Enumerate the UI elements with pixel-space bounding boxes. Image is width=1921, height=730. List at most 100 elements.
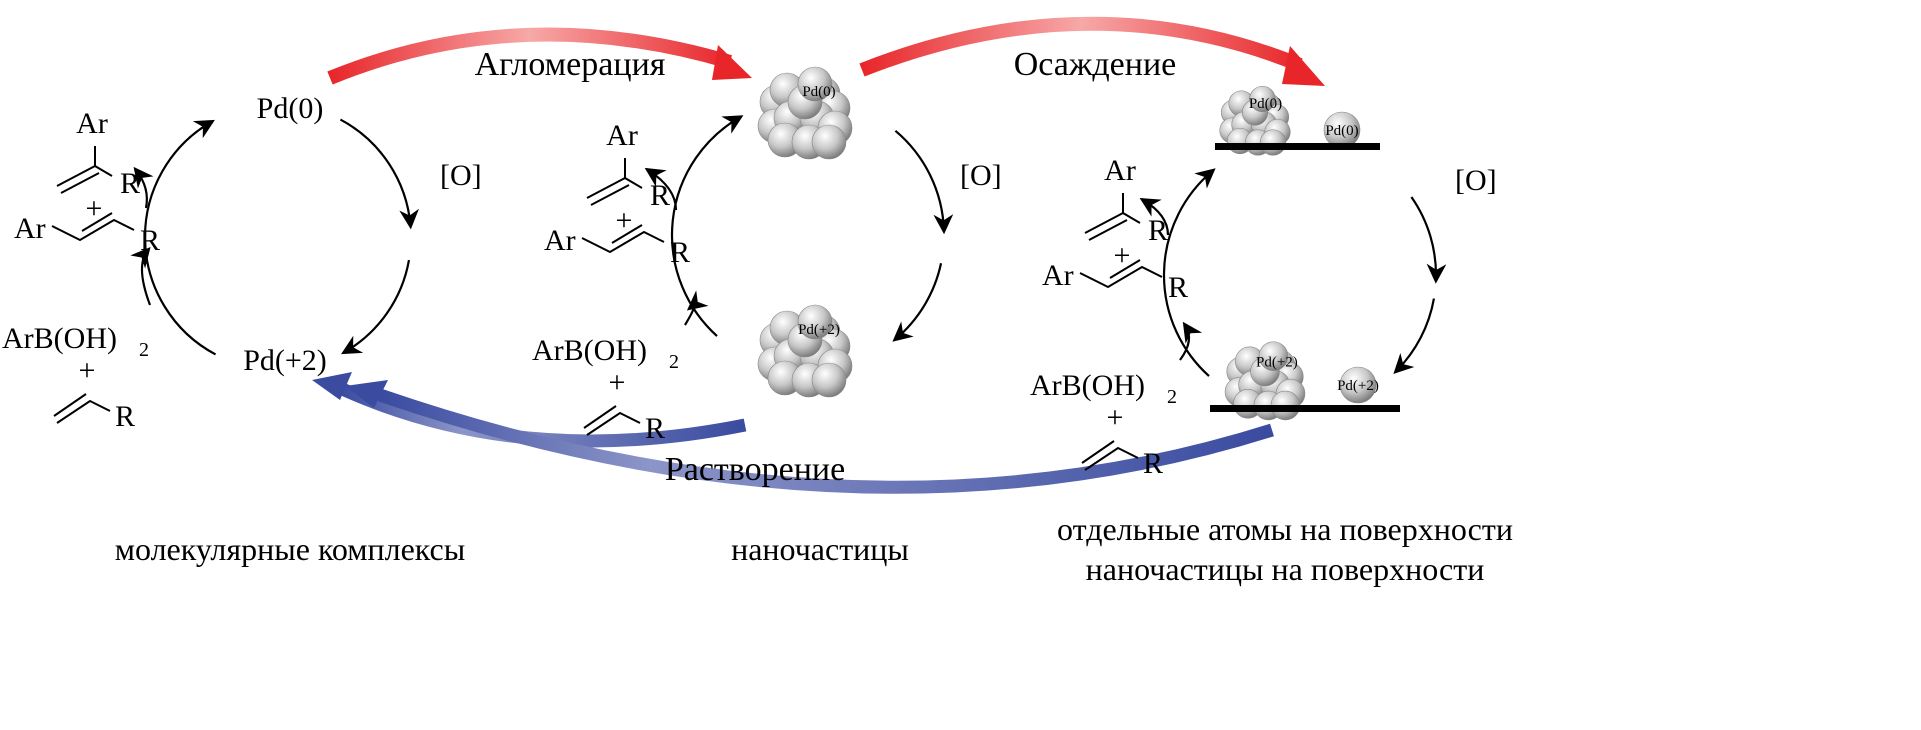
cycle-arc xyxy=(1410,196,1447,284)
atom-label: Pd(0) xyxy=(1325,123,1358,139)
deposition-label: Осаждение xyxy=(1014,46,1177,83)
cycle-arc xyxy=(1393,298,1436,374)
aryl-label: Ar xyxy=(1104,154,1136,187)
pd-nanoparticle: Pd(+2) xyxy=(757,304,853,398)
bond xyxy=(583,405,617,429)
plus-label: + xyxy=(1114,239,1131,272)
side-arrow xyxy=(644,167,678,211)
boronic-acid-label: ArB(OH) xyxy=(532,334,647,367)
boronic-acid-label: ArB(OH) xyxy=(2,322,117,355)
bond xyxy=(581,230,665,254)
pd-atom xyxy=(1339,366,1377,404)
cycle-arc xyxy=(1162,168,1216,377)
pd-atom xyxy=(1259,129,1287,156)
cluster-label: Pd(0) xyxy=(802,84,835,100)
cycle-arc xyxy=(339,118,419,230)
r-label: R xyxy=(140,224,160,257)
cluster-label: Pd(+2) xyxy=(1256,354,1298,370)
pd-atom xyxy=(797,304,833,340)
r-label: R xyxy=(670,236,690,269)
bond xyxy=(586,411,641,436)
cycle-arc xyxy=(143,119,217,356)
cluster-label: Pd(0) xyxy=(1249,96,1282,112)
agglomeration-arrow xyxy=(327,27,752,85)
cluster-label: Pd(+2) xyxy=(798,322,840,338)
r-label: R xyxy=(120,167,140,200)
aryl-label: Ar xyxy=(606,119,638,152)
side-arrow xyxy=(1179,321,1203,361)
atom-label: Pd(+2) xyxy=(1337,378,1379,394)
pd-single-atom: Pd(+2) xyxy=(1337,366,1379,404)
bond xyxy=(1084,212,1124,234)
catalytic-cycles xyxy=(130,115,1447,377)
support-surface xyxy=(1210,405,1400,412)
pd-atom xyxy=(811,362,847,398)
bond xyxy=(81,212,113,232)
dissolution-arrow-surface xyxy=(345,380,1274,494)
bond xyxy=(624,158,643,189)
agglomeration-label: Агломерация xyxy=(475,46,666,83)
caption-nanoparticles: наночастицы xyxy=(731,531,909,567)
plus-label: + xyxy=(616,204,633,237)
caption-surface-atoms: отдельные атомы на поверхности xyxy=(1057,511,1513,547)
bond xyxy=(56,165,96,187)
support-surface xyxy=(1215,143,1380,150)
plus-label: + xyxy=(609,366,626,399)
subscript: 2 xyxy=(1167,386,1177,408)
oxidant-label: [O] xyxy=(440,159,482,192)
aryl-label: Ar xyxy=(544,224,576,257)
bond xyxy=(56,399,111,424)
pd-atom xyxy=(1258,341,1289,371)
bond xyxy=(53,393,87,417)
side-arrow xyxy=(130,247,152,306)
side-arrow xyxy=(684,290,709,326)
subscript: 2 xyxy=(669,351,679,373)
pd-single-atom: Pd(0) xyxy=(1323,111,1361,149)
caption-surface-nanoparticles: наночастицы на поверхности xyxy=(1086,551,1485,587)
bond xyxy=(94,146,113,177)
side-arrow xyxy=(133,166,154,209)
oxidant-label: [O] xyxy=(960,159,1002,192)
aryl-label: Ar xyxy=(76,107,108,140)
cycle-arc xyxy=(894,129,954,235)
aryl-label: Ar xyxy=(1042,259,1074,292)
side-arrow xyxy=(1139,197,1170,236)
aryl-label: Ar xyxy=(14,212,46,245)
deposition-arrow xyxy=(859,16,1325,86)
bond xyxy=(1109,259,1141,279)
plus-label: + xyxy=(1107,401,1124,434)
pd-atom xyxy=(797,66,833,102)
bond xyxy=(1088,219,1128,241)
r-label: R xyxy=(1143,447,1163,480)
subscript: 2 xyxy=(139,339,149,361)
bond xyxy=(51,218,135,242)
oxidant-label: [O] xyxy=(1455,164,1497,197)
pd-atom xyxy=(811,124,847,160)
palladium-clusters: Pd(0) Pd(+2) Pd(0) Pd(0) Pd(+2) Pd(+2) xyxy=(757,66,1379,421)
boronic-acid-label: ArB(OH) xyxy=(1030,369,1145,402)
bond xyxy=(1081,440,1115,464)
pd-nanoparticle: Pd(0) xyxy=(757,66,853,160)
r-label: R xyxy=(1148,214,1168,247)
bond xyxy=(1084,446,1139,471)
pd-atom xyxy=(1249,85,1276,113)
r-label: R xyxy=(115,400,135,433)
dissolution-label: Растворение xyxy=(665,451,845,488)
bond xyxy=(611,224,643,244)
cycle-arc xyxy=(892,263,943,342)
pd0-label: Pd(0) xyxy=(257,92,324,125)
bond xyxy=(1079,265,1163,289)
plus-label: + xyxy=(86,192,103,225)
r-label: R xyxy=(650,179,670,212)
cycle-arc xyxy=(341,259,411,355)
bond xyxy=(60,172,100,194)
cycle-arc xyxy=(670,115,744,337)
r-label: R xyxy=(645,412,665,445)
bond xyxy=(586,177,626,199)
r-label: R xyxy=(1168,271,1188,304)
bond xyxy=(590,184,630,206)
pd2-label: Pd(+2) xyxy=(243,344,327,377)
